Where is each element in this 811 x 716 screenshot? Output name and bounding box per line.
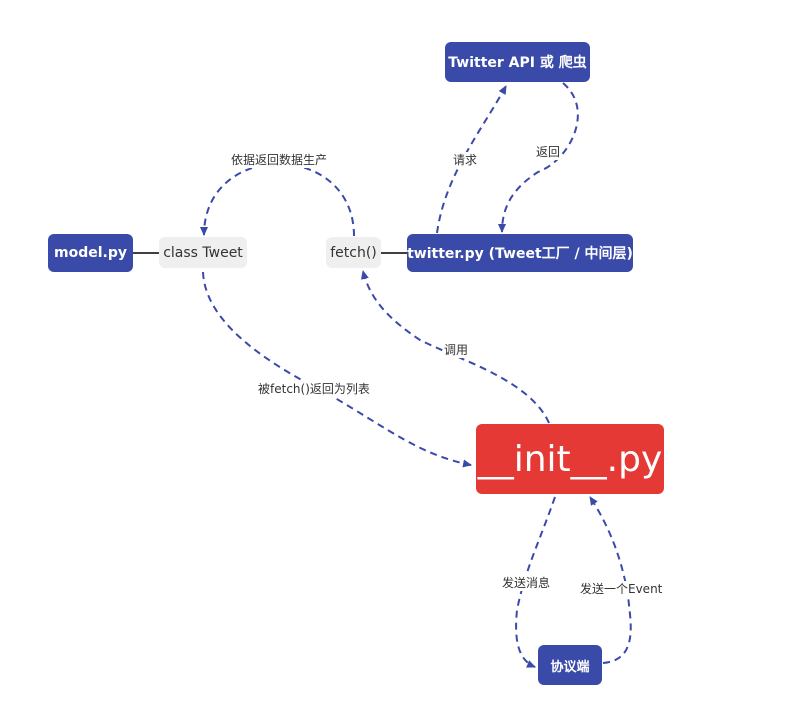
edge-return (498, 82, 579, 233)
node-twitter-api[interactable]: Twitter API 或 爬虫 (445, 42, 590, 82)
edge-fetch-list (202, 271, 472, 468)
edge-label-produce: 依据返回数据生产 (230, 152, 329, 168)
edge-label-call: 调用 (443, 342, 470, 358)
edge-label-request: 请求 (452, 152, 479, 168)
node-twitter-py[interactable]: twitter.py (Tweet工厂 / 中间层) (407, 234, 633, 272)
node-model-py[interactable]: model.py (48, 234, 133, 272)
edge-produce (200, 163, 355, 237)
node-fetch[interactable]: fetch() (326, 237, 381, 268)
node-protocol[interactable]: 协议端 (538, 645, 602, 685)
edge-call (360, 270, 550, 424)
edge-label-fetch-list: 被fetch()返回为列表 (257, 381, 371, 397)
edge-label-send-event: 发送一个Event (579, 581, 664, 597)
edge-label-return: 返回 (535, 144, 562, 160)
edge-label-send-message: 发送消息 (501, 575, 552, 591)
edge-send-event (589, 496, 632, 664)
node-class-tweet[interactable]: class Tweet (159, 237, 247, 268)
node-init-py[interactable]: __init__.py (476, 424, 664, 494)
